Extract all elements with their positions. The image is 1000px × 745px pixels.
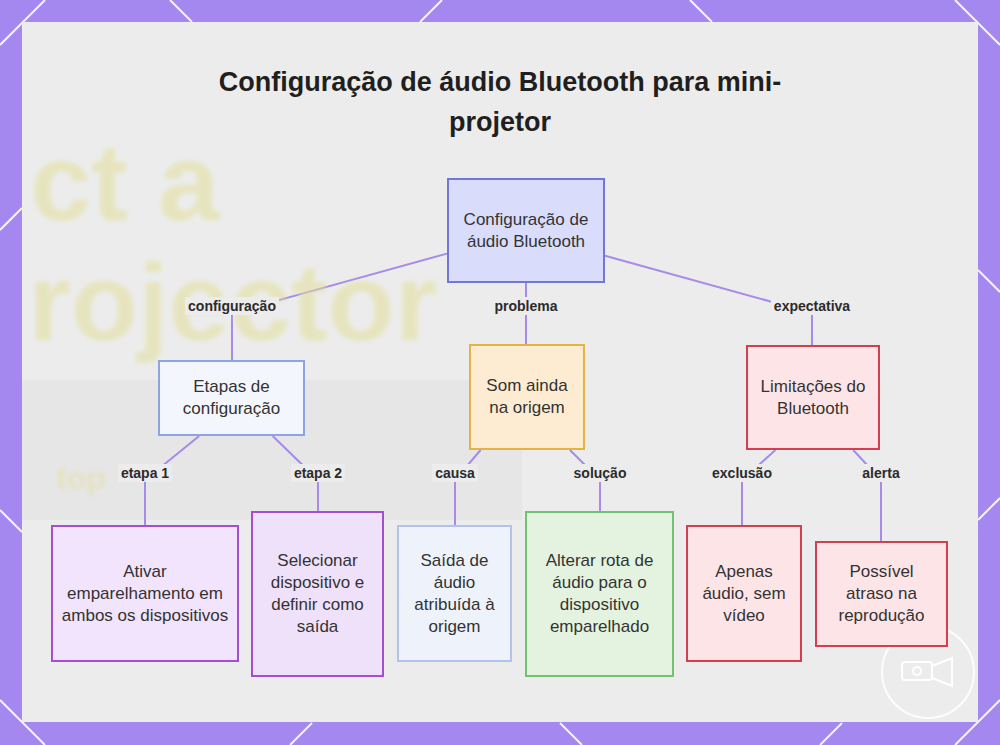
- box-content: Ativar emparelhamento em ambos os dispos…: [61, 561, 229, 627]
- diagram-title: Configuração de áudio Bluetooth para min…: [200, 62, 800, 142]
- box-content: Alterar rota de áudio para o dispositivo…: [535, 550, 664, 638]
- concept-box: Ativar emparelhamento em ambos os dispos…: [51, 525, 239, 662]
- concept-box: Etapas de configuração: [158, 360, 305, 436]
- box-content: Saída de áudio atribuída à origem: [407, 550, 502, 638]
- edge-label: problema: [491, 297, 560, 315]
- concept-box: Configuração de áudio Bluetooth: [447, 178, 605, 283]
- box-content: Apenas áudio, sem vídeo: [696, 561, 792, 627]
- box-content: Som ainda na origem: [479, 375, 575, 419]
- box-content: Possível atraso na reprodução: [825, 561, 938, 627]
- box-label: Apenas áudio, sem vídeo: [696, 561, 792, 627]
- concept-box: Apenas áudio, sem vídeo: [686, 525, 802, 662]
- box-content: Selecionar dispositivo e definir como sa…: [261, 550, 374, 638]
- concept-box: Selecionar dispositivo e definir como sa…: [251, 511, 384, 677]
- box-content: Configuração de áudio Bluetooth: [457, 209, 595, 253]
- concept-box: Alterar rota de áudio para o dispositivo…: [525, 511, 674, 677]
- box-label: Etapas de configuração: [168, 376, 295, 420]
- box-label: Ativar emparelhamento em ambos os dispos…: [61, 561, 229, 627]
- edge-label: exclusão: [709, 464, 775, 482]
- box-content: Limitações do Bluetooth: [756, 376, 870, 420]
- edge-label: configuração: [185, 297, 279, 315]
- edge-label: alerta: [859, 464, 902, 482]
- edge-label: expectativa: [771, 297, 853, 315]
- box-label: Limitações do Bluetooth: [756, 376, 870, 420]
- connector-line: [742, 450, 775, 525]
- concept-box: Saída de áudio atribuída à origem: [397, 525, 512, 662]
- concept-box: Limitações do Bluetooth: [746, 345, 880, 450]
- concept-box: Possível atraso na reprodução: [815, 541, 948, 647]
- box-label: Som ainda na origem: [479, 375, 575, 419]
- box-label: Selecionar dispositivo e definir como sa…: [261, 550, 374, 638]
- box-label: Possível atraso na reprodução: [825, 561, 938, 627]
- edge-label: etapa 2: [291, 464, 345, 482]
- concept-box: Som ainda na origem: [469, 344, 585, 450]
- edge-label: causa: [432, 464, 478, 482]
- box-label: Configuração de áudio Bluetooth: [457, 209, 595, 253]
- connector-line: [455, 450, 481, 525]
- box-content: Etapas de configuração: [168, 376, 295, 420]
- edge-label: etapa 1: [118, 464, 172, 482]
- inner-panel: [22, 22, 978, 722]
- box-label: Saída de áudio atribuída à origem: [407, 550, 502, 638]
- box-label: Alterar rota de áudio para o dispositivo…: [535, 550, 664, 638]
- watermark-text: top: [56, 460, 106, 497]
- edge-label: solução: [571, 464, 630, 482]
- watermark-text: ct a: [30, 118, 220, 245]
